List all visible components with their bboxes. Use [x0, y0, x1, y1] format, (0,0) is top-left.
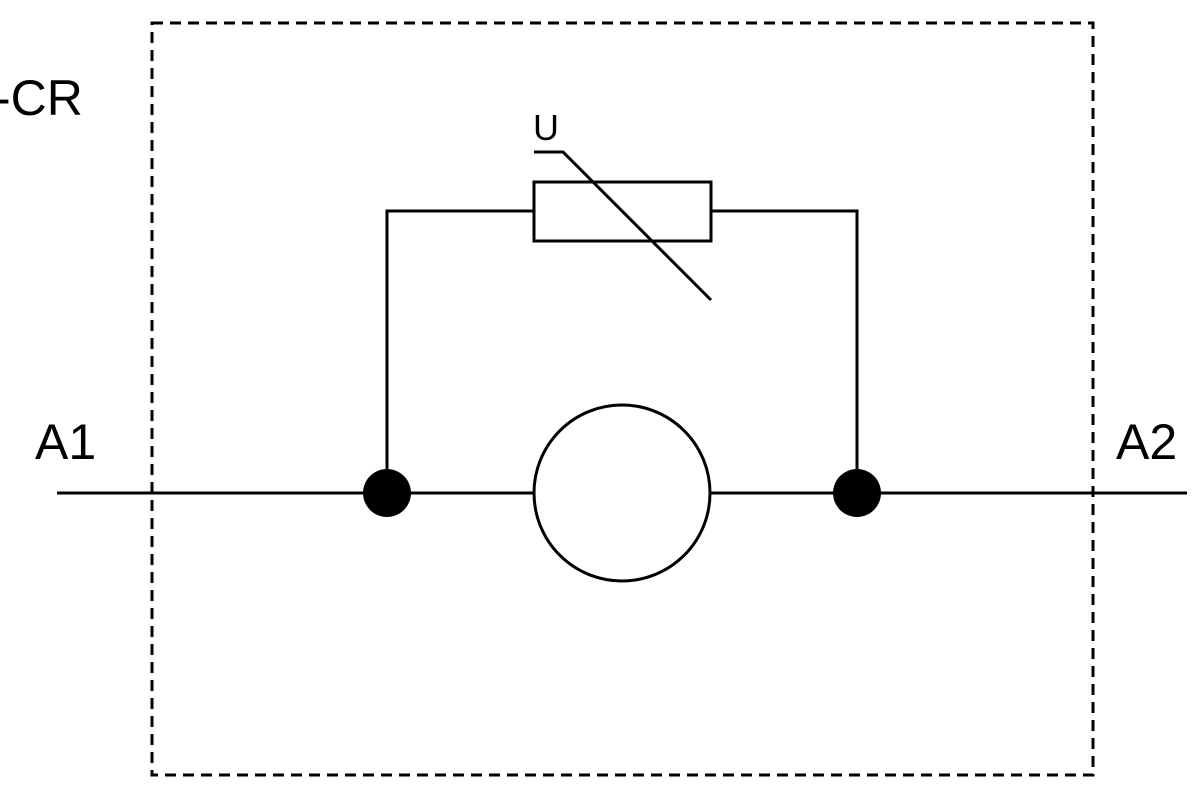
junction-dot-right: [833, 469, 881, 517]
junction-dot-left: [363, 469, 411, 517]
varistor-symbol: U: [532, 107, 713, 302]
relay-coil-circle: [532, 403, 712, 583]
enclosure-dashed-box: [150, 21, 1095, 777]
nonlinear-diagonal: [534, 150, 713, 302]
resistor-body: [532, 180, 713, 243]
terminal-label-a2: A2: [1116, 414, 1177, 470]
parallel-branch-wire: [385, 209, 859, 493]
terminal-label-a1: A1: [35, 414, 96, 470]
varistor-label: U: [533, 107, 559, 148]
device-label: -CR: [0, 70, 83, 126]
